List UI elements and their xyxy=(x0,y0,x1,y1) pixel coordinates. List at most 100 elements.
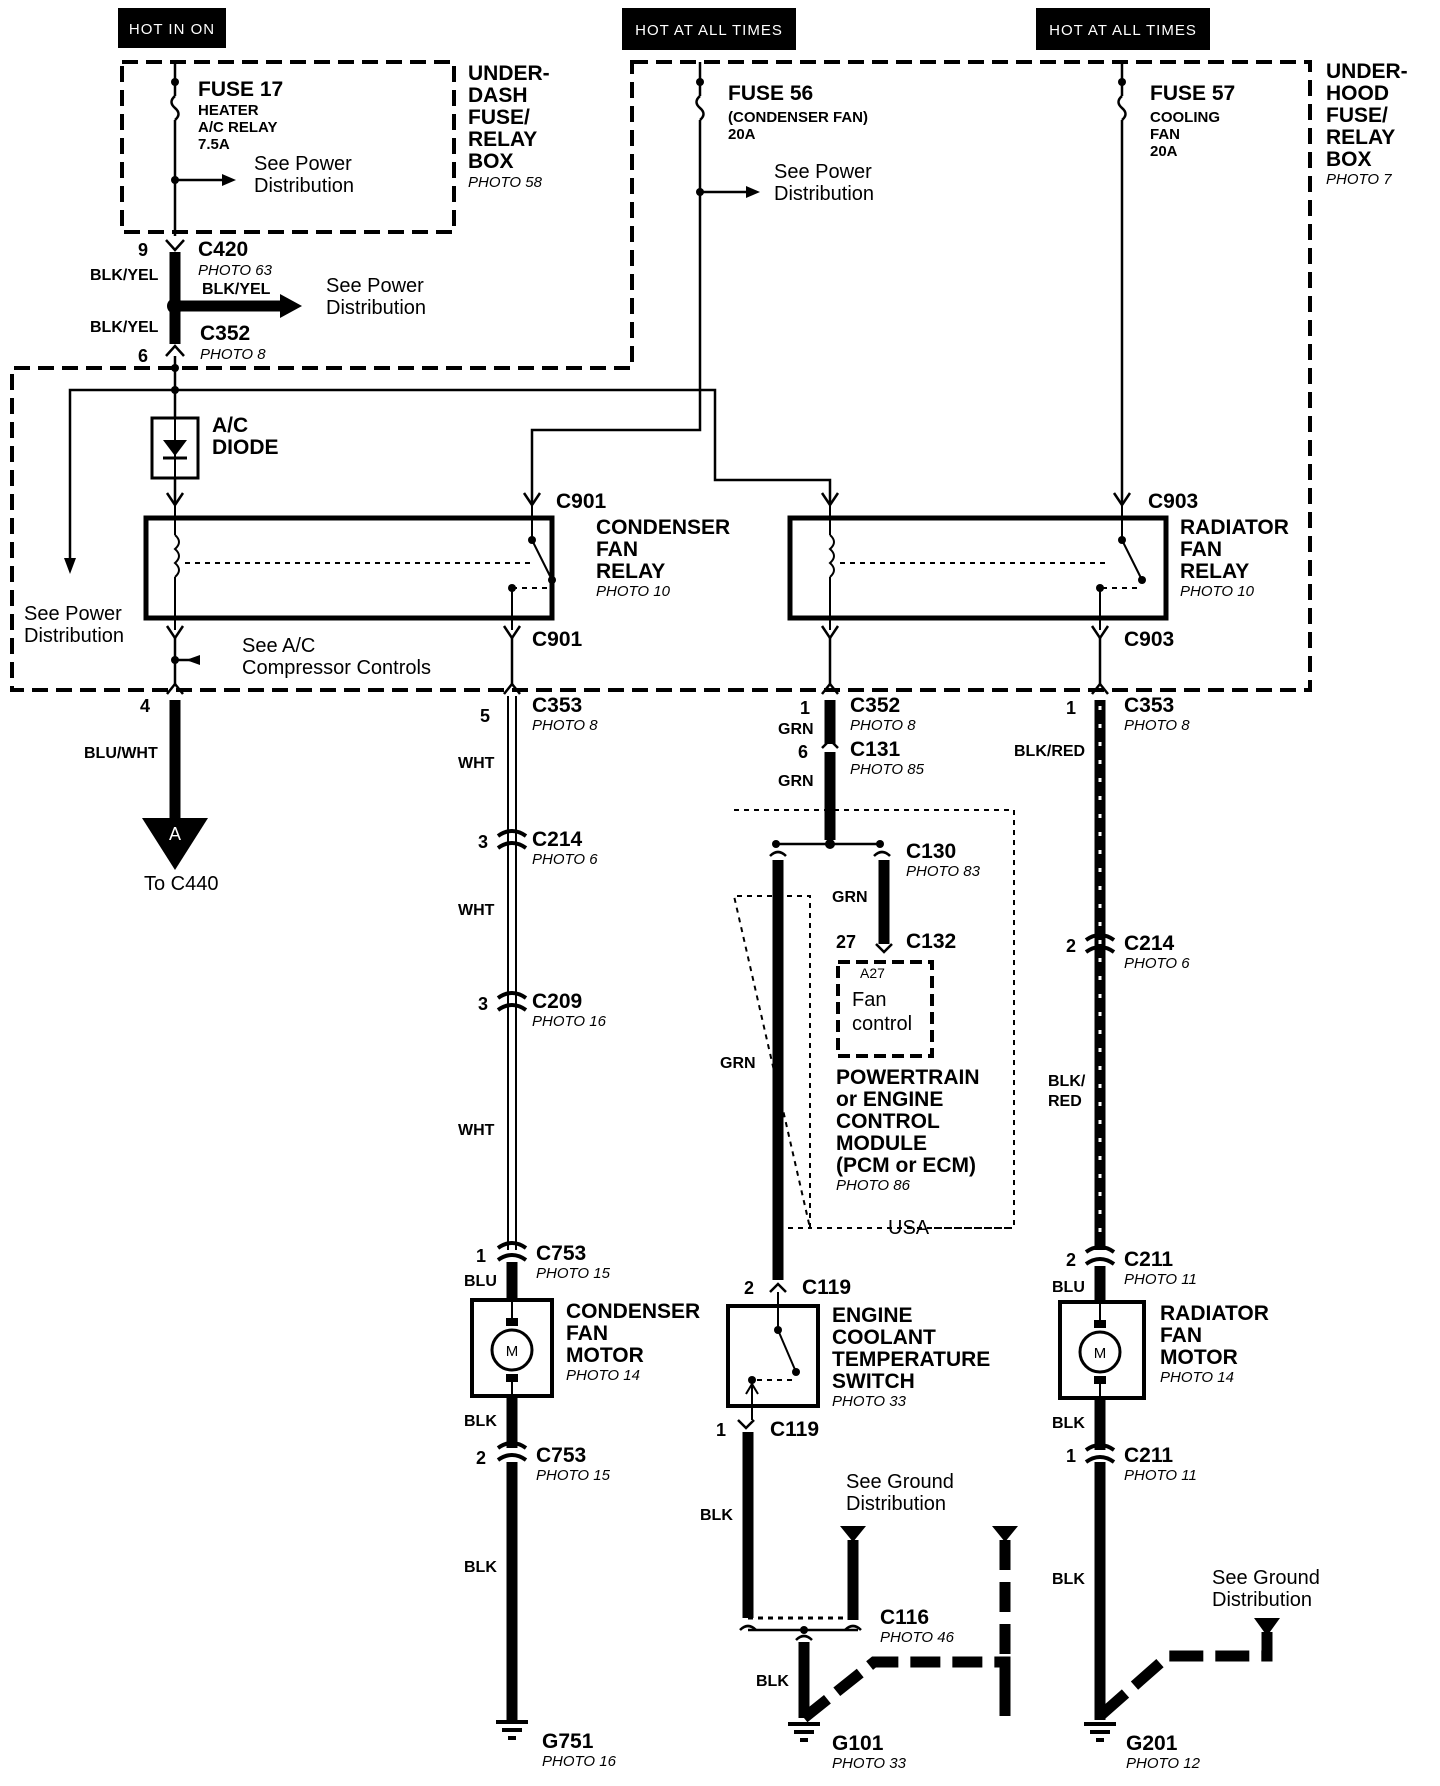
connector-c116: C116 PHOTO 46 xyxy=(739,1606,955,1646)
ground-g201: G201 PHOTO 12 xyxy=(1084,1722,1201,1772)
svg-text:PHOTO 16: PHOTO 16 xyxy=(532,1013,607,1030)
svg-text:C119: C119 xyxy=(770,1418,819,1441)
ground-distribution-ref-mid: See Ground Distribution xyxy=(840,1471,1018,1716)
svg-text:UNDER-: UNDER- xyxy=(468,62,550,85)
svg-text:CONDENSER: CONDENSER xyxy=(596,516,730,539)
ac-diode: A/C DIODE xyxy=(150,414,279,480)
svg-text:control: control xyxy=(852,1013,912,1035)
svg-text:PHOTO 8: PHOTO 8 xyxy=(532,717,598,734)
wire-label-blk-5: BLK xyxy=(1052,1415,1085,1432)
svg-text:Distribution: Distribution xyxy=(774,183,874,205)
ground-g101: G101 PHOTO 33 xyxy=(788,1722,907,1772)
connector-c352-left: 6 C352 PHOTO 8 xyxy=(138,322,266,366)
connector-c903-top: C903 xyxy=(1148,490,1198,513)
svg-text:DASH: DASH xyxy=(468,84,528,107)
connector-c209: 3 C209 PHOTO 16 xyxy=(478,990,607,1030)
ac-compressor-ref: See A/C Compressor Controls xyxy=(175,635,431,679)
engine-coolant-temp-switch-label: ENGINE COOLANT TEMPERATURE SWITCH PHOTO … xyxy=(832,1304,990,1410)
svg-text:A27: A27 xyxy=(860,965,885,981)
wire-label-blk-3: BLK xyxy=(700,1507,733,1524)
svg-text:PHOTO 46: PHOTO 46 xyxy=(880,1629,955,1646)
svg-text:C211: C211 xyxy=(1124,1444,1173,1467)
condenser-fan-motor: M xyxy=(470,1298,554,1398)
svg-text:1: 1 xyxy=(476,1246,486,1266)
connector-c214-right: 2 C214 PHOTO 6 xyxy=(1066,932,1190,972)
svg-text:1: 1 xyxy=(1066,698,1076,718)
wire-label-blk-2: BLK xyxy=(464,1559,497,1576)
svg-text:PHOTO 83: PHOTO 83 xyxy=(906,863,981,880)
pcm-label: POWERTRAIN or ENGINE CONTROL MODULE (PCM… xyxy=(836,1066,980,1194)
svg-text:M: M xyxy=(506,1343,519,1360)
svg-text:A/C RELAY: A/C RELAY xyxy=(198,119,277,136)
svg-text:C130: C130 xyxy=(906,840,956,863)
usa-label: USA xyxy=(888,1217,930,1239)
wire-label-wht-1: WHT xyxy=(458,755,495,772)
connector-c753-top: 1 C753 PHOTO 15 xyxy=(476,1241,611,1282)
power-dist-ref-left: See Power Distribution xyxy=(24,388,175,647)
svg-text:HOOD: HOOD xyxy=(1326,82,1389,105)
svg-text:PHOTO 33: PHOTO 33 xyxy=(832,1393,907,1410)
svg-text:C353: C353 xyxy=(532,694,582,717)
engine-coolant-temp-switch xyxy=(726,1292,820,1420)
wire-fuse56-to-cond-relay xyxy=(530,140,702,505)
svg-text:20A: 20A xyxy=(1150,143,1178,160)
svg-text:RADIATOR: RADIATOR xyxy=(1180,516,1289,539)
connector-c214-left: 3 C214 PHOTO 6 xyxy=(478,828,598,868)
svg-text:PHOTO 14: PHOTO 14 xyxy=(566,1367,640,1384)
connector-c420: 9 C420 PHOTO 63 xyxy=(138,238,273,279)
pcm-fan-control: A27 Fan control xyxy=(836,960,934,1058)
wire-label-grn-4: GRN xyxy=(720,1055,756,1072)
wire-label-wht-3: WHT xyxy=(458,1122,495,1139)
svg-text:MOTOR: MOTOR xyxy=(1160,1346,1238,1369)
svg-text:C352: C352 xyxy=(850,694,900,717)
svg-text:G751: G751 xyxy=(542,1730,594,1753)
svg-text:PHOTO 63: PHOTO 63 xyxy=(198,262,273,279)
svg-text:A: A xyxy=(169,824,181,844)
svg-text:PHOTO 15: PHOTO 15 xyxy=(536,1467,611,1484)
svg-text:20A: 20A xyxy=(728,126,756,143)
svg-text:PHOTO 86: PHOTO 86 xyxy=(836,1177,911,1194)
svg-text:PHOTO 85: PHOTO 85 xyxy=(850,761,925,778)
wire-to-radiator-relay-coil xyxy=(175,388,832,503)
radiator-fan-relay-label: RADIATOR FAN RELAY PHOTO 10 xyxy=(1180,516,1289,600)
connector-c119-bottom: 1 C119 xyxy=(716,1418,819,1441)
fuse-57: FUSE 57 COOLING FAN 20A xyxy=(1117,62,1235,505)
svg-text:1: 1 xyxy=(1066,1446,1076,1466)
svg-text:C116: C116 xyxy=(880,1606,929,1629)
svg-text:C211: C211 xyxy=(1124,1248,1173,1271)
svg-text:ENGINE: ENGINE xyxy=(832,1304,913,1327)
wire-label-blk-yel-1: BLK/YEL xyxy=(90,267,159,284)
svg-text:SWITCH: SWITCH xyxy=(832,1370,915,1393)
svg-text:7.5A: 7.5A xyxy=(198,136,230,153)
svg-text:FAN: FAN xyxy=(1150,126,1180,143)
condenser-fan-relay-label: CONDENSER FAN RELAY PHOTO 10 xyxy=(596,516,730,600)
connector-c131: 6 C131 PHOTO 85 xyxy=(798,738,925,778)
svg-text:PHOTO 15: PHOTO 15 xyxy=(536,1265,611,1282)
svg-text:BLK/YEL: BLK/YEL xyxy=(202,281,271,298)
svg-text:C119: C119 xyxy=(802,1276,851,1299)
svg-text:RELAY: RELAY xyxy=(596,560,665,583)
svg-text:Distribution: Distribution xyxy=(846,1493,946,1515)
connector-c901-top: C901 xyxy=(556,490,607,513)
svg-text:1: 1 xyxy=(716,1420,726,1440)
svg-text:FAN: FAN xyxy=(1160,1324,1202,1347)
svg-text:2: 2 xyxy=(476,1448,486,1468)
underdash-box-outline xyxy=(120,60,456,234)
svg-text:5: 5 xyxy=(480,706,490,726)
connector-c353-pin-4: 4 xyxy=(140,696,150,716)
svg-text:C352: C352 xyxy=(200,322,250,345)
svg-text:MODULE: MODULE xyxy=(836,1132,927,1155)
svg-text:G101: G101 xyxy=(832,1732,884,1755)
svg-text:PHOTO 7: PHOTO 7 xyxy=(1326,171,1392,188)
connector-c903-bottom: C903 xyxy=(1124,628,1174,651)
svg-text:TEMPERATURE: TEMPERATURE xyxy=(832,1348,990,1371)
wire-label-blu-1: BLU xyxy=(464,1273,497,1290)
wire-label-blk-1: BLK xyxy=(464,1413,497,1430)
svg-text:RADIATOR: RADIATOR xyxy=(1160,1302,1269,1325)
svg-text:See Power: See Power xyxy=(254,153,352,175)
fuse-17: FUSE 17 HEATER A/C RELAY 7.5A xyxy=(170,62,283,236)
connector-c352-right: 1 C352 PHOTO 8 xyxy=(800,681,916,734)
svg-text:POWERTRAIN: POWERTRAIN xyxy=(836,1066,980,1089)
connector-c353-left: 5 C353 PHOTO 8 xyxy=(480,681,598,734)
header-hot-in-on: HOT IN ON xyxy=(118,8,226,48)
